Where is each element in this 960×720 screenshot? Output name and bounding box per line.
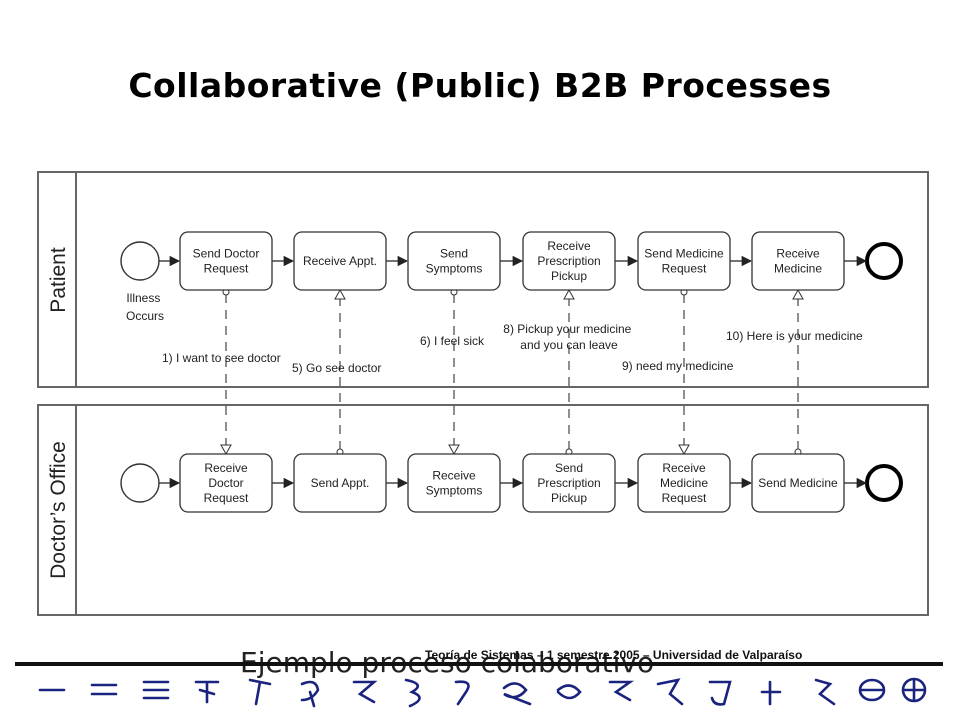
task-label: Send Medicine <box>758 476 838 490</box>
task-label: Pickup <box>551 269 587 283</box>
task-label: Receive <box>776 247 820 261</box>
sequence-flows <box>159 255 868 489</box>
task-box <box>293 453 387 513</box>
glyph-rune-icon <box>194 680 220 704</box>
task-label: Send Doctor <box>193 247 260 261</box>
glyph-two-bars-icon <box>90 683 118 696</box>
message-label-1: 1) I want to see doctor <box>162 351 281 365</box>
office-task: Send Medicine <box>751 453 845 513</box>
task-label: Prescription <box>537 476 600 490</box>
glyph-rune-icon <box>454 680 470 706</box>
task-box <box>407 453 501 513</box>
glyph-rune-icon <box>760 680 782 706</box>
task-label: Symptoms <box>426 262 483 276</box>
glyph-circle-plus-icon <box>901 677 927 703</box>
task-label: Receive <box>204 461 248 475</box>
task-label: Prescription <box>537 254 600 268</box>
start-event-office <box>120 463 160 503</box>
message-label-5: 5) Go see doctor <box>292 361 381 375</box>
start-label-line: Illness <box>126 291 160 305</box>
task-box <box>637 231 731 291</box>
glyph-rune-icon <box>404 678 421 708</box>
task-label: Send <box>440 247 468 261</box>
office-task: Send Appt. <box>293 453 387 513</box>
message-label-6: 6) I feel sick <box>420 334 485 348</box>
task-label: Symptoms <box>426 484 483 498</box>
message-label-9: 9) need my medicine <box>622 359 734 373</box>
glyph-rune-icon <box>708 680 732 706</box>
task-box <box>407 231 501 291</box>
glyph-rune-icon <box>502 682 532 706</box>
task-box <box>637 453 731 513</box>
task-label: Receive <box>662 461 706 475</box>
glyph-rune-icon <box>608 680 635 702</box>
task-label: Request <box>662 262 707 276</box>
decorative-glyph-strip <box>38 677 927 708</box>
footer-text: Teoría de Sistemas – 1 semestre 2005 – U… <box>425 648 803 662</box>
patient-task: Receive Appt. <box>293 231 387 291</box>
task-label: Receive <box>547 239 591 253</box>
glyph-rune-icon <box>814 678 836 706</box>
glyph-three-bars-icon <box>142 680 170 700</box>
glyph-rune-icon <box>352 680 378 704</box>
start-event-label: Illness Occurs <box>126 291 164 323</box>
task-label: Send Medicine <box>644 247 724 261</box>
end-event-office <box>865 464 903 502</box>
task-label: Receive Appt. <box>303 254 377 268</box>
glyph-rune-icon <box>656 678 684 706</box>
task-label: Request <box>204 491 249 505</box>
task-label: Request <box>204 262 249 276</box>
slide-title: Collaborative (Public) B2B Processes <box>128 66 832 105</box>
glyph-rune-icon <box>858 678 886 702</box>
task-label: Medicine <box>774 262 822 276</box>
footer-rule <box>15 662 943 666</box>
glyph-rune-icon <box>248 678 272 706</box>
task-label: Send <box>555 461 583 475</box>
message-label-8-line: 8) Pickup your medicine <box>503 322 631 336</box>
task-label: Receive <box>432 469 476 483</box>
task-box <box>522 453 616 513</box>
task-label: Send Appt. <box>311 476 370 490</box>
start-label-line: Occurs <box>126 309 164 323</box>
message-flow <box>678 288 690 456</box>
start-event-patient <box>120 241 160 281</box>
lane-label-office: Doctor’s Office <box>47 441 70 579</box>
task-label: Request <box>662 491 707 505</box>
task-box <box>179 231 273 291</box>
glyph-rune-icon <box>300 680 320 708</box>
message-label-10: 10) Here is your medicine <box>726 329 863 343</box>
task-box <box>522 231 616 291</box>
lane-label-patient: Patient <box>47 247 70 313</box>
task-box <box>751 231 845 291</box>
glyph-rune-icon <box>556 684 582 700</box>
task-box <box>179 453 273 513</box>
message-label-8-line: and you can leave <box>520 338 618 352</box>
task-label: Doctor <box>208 476 243 490</box>
task-box <box>293 231 387 291</box>
task-box <box>751 453 845 513</box>
end-event-patient <box>865 242 903 280</box>
task-label: Medicine <box>660 476 708 490</box>
message-label-8: 8) Pickup your medicine and you can leav… <box>503 322 634 352</box>
task-label: Pickup <box>551 491 587 505</box>
